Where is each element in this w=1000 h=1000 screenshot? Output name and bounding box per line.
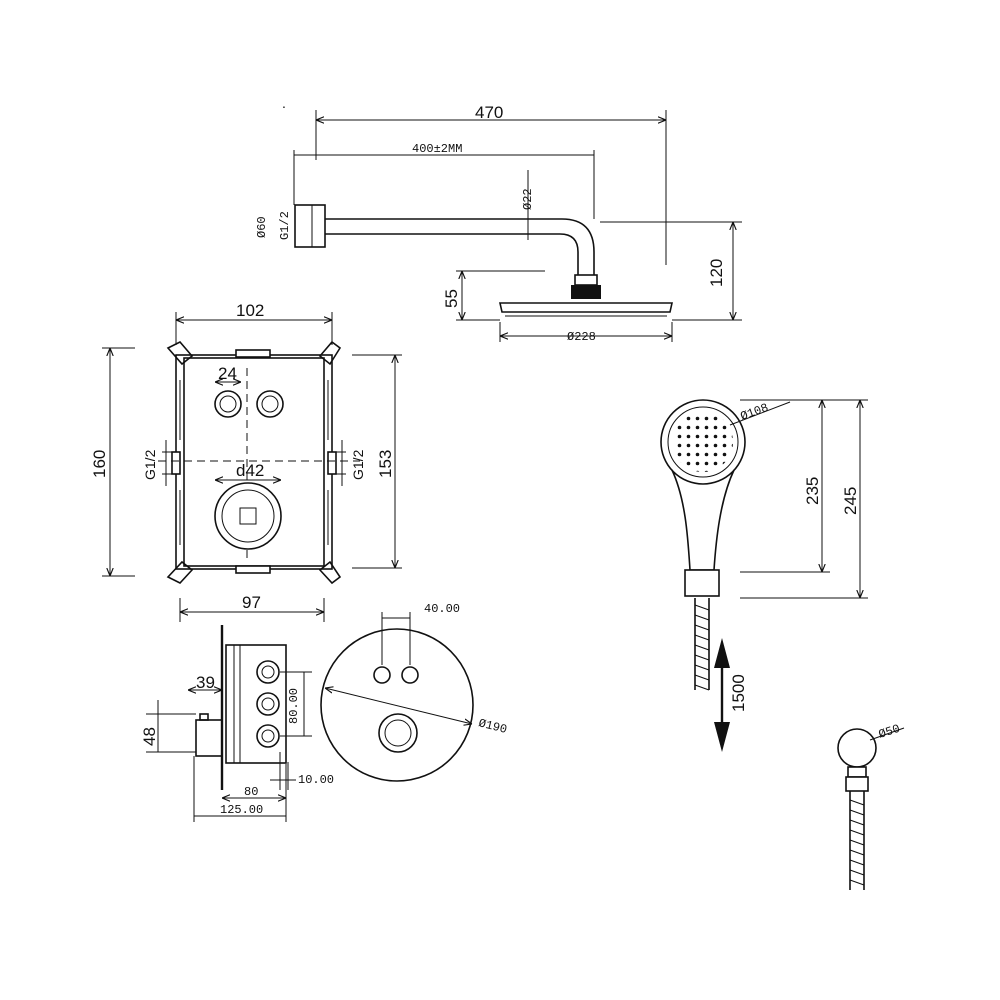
dim-head-diameter: Ø228 bbox=[567, 330, 596, 344]
dim-125: 125.00 bbox=[220, 803, 263, 817]
dim-160: 160 bbox=[90, 450, 109, 478]
dim-120: 120 bbox=[707, 259, 726, 287]
button-left bbox=[214, 390, 242, 418]
dim-400: 400±2MM bbox=[412, 142, 462, 156]
hand-shower-view: Ø108 235 245 1500 bbox=[660, 399, 868, 752]
shower-arm-view: . 470 400±2MM Ø22 Ø60 G1/2 120 bbox=[255, 95, 742, 344]
wall-flange bbox=[294, 204, 326, 248]
valve-box-view: 102 160 153 97 24 d42 G1/2 G1/2 bbox=[90, 301, 402, 622]
dim-arm-thread: G1/2 bbox=[278, 211, 292, 240]
rain-head bbox=[499, 302, 673, 313]
dim-cover-40: 40.00 bbox=[424, 602, 460, 616]
dim-39: 39 bbox=[196, 673, 215, 692]
button-right bbox=[256, 390, 284, 418]
dim-outlet-diameter: Ø50 bbox=[877, 722, 902, 742]
cover-button-left bbox=[373, 666, 391, 684]
arm-pipe bbox=[325, 218, 595, 275]
dim-235: 235 bbox=[803, 477, 822, 505]
dim-hand-head-diameter: Ø108 bbox=[739, 401, 771, 424]
hand-shower-holder bbox=[684, 569, 720, 597]
dim-55: 55 bbox=[442, 289, 461, 308]
dim-inlet-left: G1/2 bbox=[142, 449, 158, 480]
dim-245: 245 bbox=[841, 487, 860, 515]
dim-cover-diameter: Ø190 bbox=[477, 716, 508, 737]
dim-10: 10.00 bbox=[298, 773, 334, 787]
dim-153: 153 bbox=[376, 450, 395, 478]
wall-outlet bbox=[837, 728, 877, 768]
hose bbox=[694, 598, 710, 690]
dim-pipe-diameter: Ø22 bbox=[521, 188, 535, 210]
cover-button-right bbox=[401, 666, 419, 684]
dim-80: 80 bbox=[244, 785, 258, 799]
side-body bbox=[225, 644, 287, 764]
dim-inlet-right: G1/2 bbox=[350, 449, 366, 480]
svg-text:.: . bbox=[282, 95, 286, 111]
dim-d42: d42 bbox=[236, 461, 264, 480]
dim-80-vertical: 80.00 bbox=[287, 688, 301, 724]
dim-97: 97 bbox=[242, 593, 261, 612]
dim-24: 24 bbox=[218, 364, 237, 383]
dim-470: 470 bbox=[475, 103, 503, 122]
valve-side-view: 39 48 80.00 10.00 80 125.00 bbox=[140, 625, 334, 822]
control-knob bbox=[214, 482, 282, 550]
head-connector bbox=[571, 285, 601, 299]
hand-shower-handle bbox=[671, 469, 735, 571]
dim-48: 48 bbox=[140, 727, 159, 746]
dim-1500: 1500 bbox=[729, 674, 748, 712]
wall-outlet-view: Ø50 bbox=[837, 722, 905, 890]
cover-plate bbox=[320, 628, 474, 782]
hand-shower-head bbox=[660, 399, 746, 485]
dim-102: 102 bbox=[236, 301, 264, 320]
dim-flange-diameter: Ø60 bbox=[255, 216, 269, 238]
cover-plate-view: 40.00 Ø190 bbox=[320, 602, 508, 782]
